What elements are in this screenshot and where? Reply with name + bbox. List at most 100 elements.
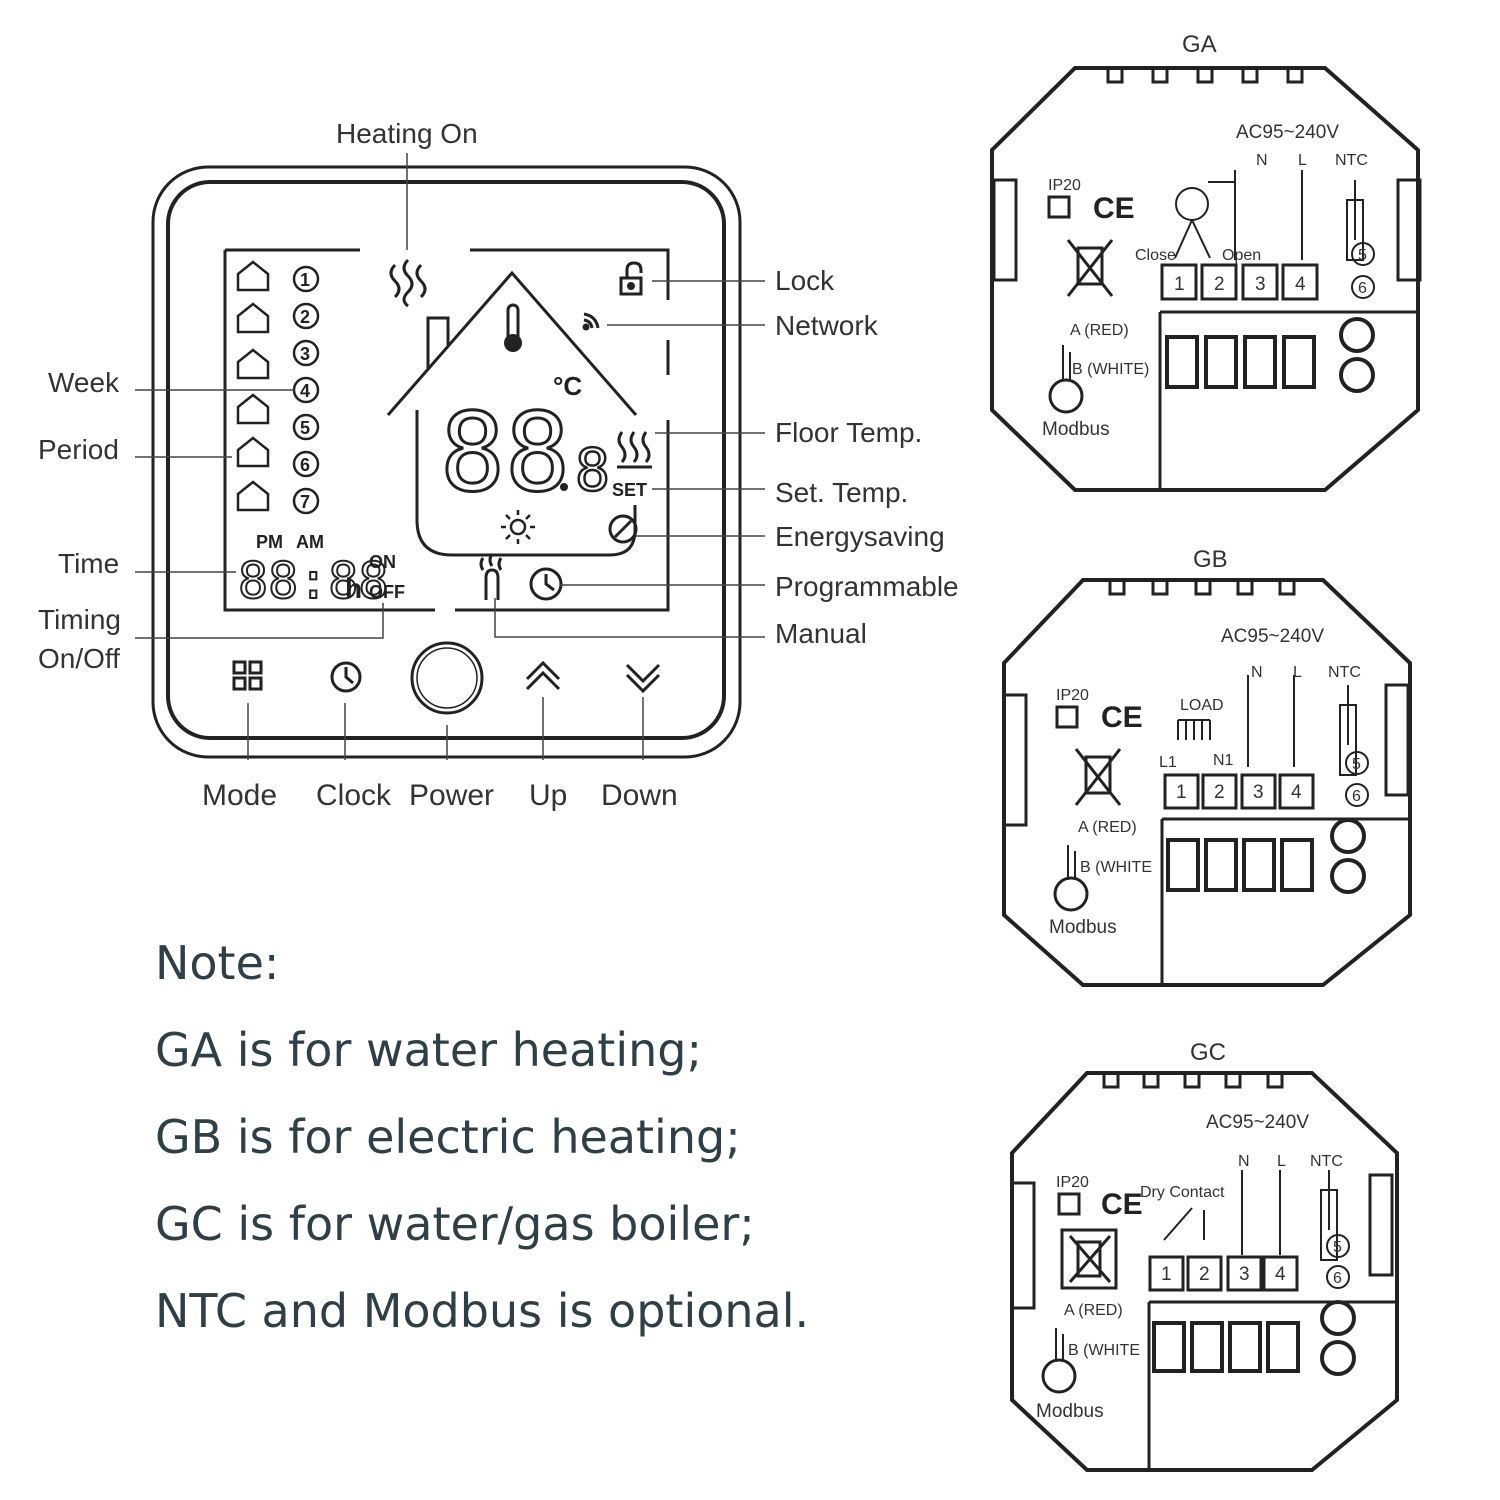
set-indicator: SET xyxy=(612,480,647,500)
svg-text:7: 7 xyxy=(300,492,310,512)
clock-button[interactable]: Clock xyxy=(316,661,392,812)
thermostat-diagram: 88 8 °C SET 1 xyxy=(38,118,959,812)
extra-label-1: Dry Contact xyxy=(1140,1184,1225,1201)
programmable-icon xyxy=(529,567,563,601)
power-label: Power xyxy=(409,779,494,812)
modbus-label: Modbus xyxy=(1036,1401,1104,1422)
label-floor-temp: Floor Temp. xyxy=(775,417,922,448)
ntc-label: NTC xyxy=(1328,664,1361,681)
timing-on: ON xyxy=(369,552,396,572)
note-gb: GB is for electric heating; xyxy=(155,1110,741,1164)
label-week: Week xyxy=(48,367,120,398)
terminal-2: 2 xyxy=(1214,782,1225,803)
ip-label: IP20 xyxy=(1056,1174,1089,1191)
mode-button[interactable]: Mode xyxy=(202,660,277,812)
extra-label-2: L1 xyxy=(1159,754,1177,771)
weee-icon xyxy=(1060,1228,1118,1290)
terminal-4: 4 xyxy=(1291,782,1302,803)
week-days: 1 2 3 4 5 6 7 xyxy=(292,265,320,515)
celsius-unit: °C xyxy=(553,371,582,401)
terminal-3: 3 xyxy=(1239,1264,1250,1285)
week-day-2: 2 xyxy=(292,302,320,330)
floor-temp-icon xyxy=(617,431,652,469)
terminal-1: 1 xyxy=(1176,782,1187,803)
b-white-label: B (WHITE xyxy=(1068,1342,1140,1359)
chevron-down-icon xyxy=(625,663,661,694)
ntc-label: NTC xyxy=(1310,1153,1343,1170)
down-button[interactable]: Down xyxy=(601,663,678,812)
down-label: Down xyxy=(601,779,678,812)
period-icons xyxy=(236,260,270,512)
ce-mark: CE xyxy=(1093,192,1135,225)
week-day-6: 6 xyxy=(292,450,320,478)
time-digits: 88:88 xyxy=(238,552,389,610)
label-energysaving: Energysaving xyxy=(775,521,945,552)
svg-text:2: 2 xyxy=(300,307,310,327)
n-label: N xyxy=(1251,664,1263,681)
ntc-terminal-6: 6 xyxy=(1352,788,1361,805)
ce-mark: CE xyxy=(1101,1188,1143,1221)
notes: Note: GA is for water heating; GB is for… xyxy=(155,920,935,1355)
wiring-title: GA xyxy=(1182,31,1217,58)
terminal-3: 3 xyxy=(1253,782,1264,803)
up-button[interactable]: Up xyxy=(525,660,567,812)
b-white-label: B (WHITE xyxy=(1080,859,1152,876)
a-red-label: A (RED) xyxy=(1070,322,1129,339)
wiring-diagrams: GA AC95~240V N L NTC IP20 CE Close Open … xyxy=(990,31,1422,1472)
power-icon xyxy=(410,641,484,715)
n-label: N xyxy=(1256,152,1268,169)
network-icon xyxy=(582,312,600,331)
mode-icon xyxy=(232,660,263,691)
extra-label-2: Open xyxy=(1222,247,1261,264)
ntc-terminal-5: 5 xyxy=(1358,247,1367,264)
week-day-3: 3 xyxy=(292,339,320,367)
clock-icon xyxy=(330,661,362,693)
note-ga: GA is for water heating; xyxy=(155,1023,702,1077)
lcd-frame xyxy=(223,248,670,612)
svg-text:4: 4 xyxy=(300,381,310,401)
label-time: Time xyxy=(58,548,119,579)
timing-off: OFF xyxy=(369,582,405,602)
temperature-decimal: 8 xyxy=(575,436,610,504)
weee-icon xyxy=(1074,748,1122,806)
pm-indicator: PM xyxy=(256,532,283,552)
heating-on-icon xyxy=(389,258,427,308)
am-indicator: AM xyxy=(296,532,324,552)
modbus-label: Modbus xyxy=(1042,419,1110,440)
power-button[interactable]: Power xyxy=(409,641,494,812)
energysaving-icon xyxy=(608,514,638,544)
up-label: Up xyxy=(529,779,567,812)
ip-label: IP20 xyxy=(1048,177,1081,194)
wiring-title: GC xyxy=(1190,1039,1226,1066)
terminal-4: 4 xyxy=(1295,274,1306,295)
ntc-terminal-6: 6 xyxy=(1358,280,1367,297)
wiring-gc: GC AC95~240V N L NTC IP20 CE Dry Contact… xyxy=(1010,1039,1399,1472)
terminal-4: 4 xyxy=(1275,1264,1286,1285)
wiring-outline xyxy=(990,66,1420,492)
manual-icon xyxy=(479,553,503,600)
n-label: N xyxy=(1238,1153,1250,1170)
sun-icon xyxy=(501,510,535,544)
voltage-label: AC95~240V xyxy=(1221,626,1324,647)
label-timing-line2: On/Off xyxy=(38,643,120,674)
mode-label: Mode xyxy=(202,779,277,812)
temperature-display: 88 8 °C xyxy=(439,371,612,518)
modbus-label: Modbus xyxy=(1049,917,1117,938)
week-day-5: 5 xyxy=(292,413,320,441)
label-heating-on: Heating On xyxy=(336,118,478,149)
note-optional: NTC and Modbus is optional. xyxy=(155,1284,810,1338)
label-lock: Lock xyxy=(775,265,835,296)
thermometer-icon xyxy=(504,303,522,352)
week-day-1: 1 xyxy=(292,265,320,293)
label-period: Period xyxy=(38,434,119,465)
voltage-label: AC95~240V xyxy=(1206,1112,1309,1133)
terminal-2: 2 xyxy=(1199,1264,1210,1285)
wiring-title: GB xyxy=(1193,546,1228,573)
ntc-label: NTC xyxy=(1335,152,1368,169)
extra-label-3: N1 xyxy=(1213,752,1234,769)
svg-text:6: 6 xyxy=(300,455,310,475)
ce-mark: CE xyxy=(1101,701,1143,734)
label-manual: Manual xyxy=(775,618,867,649)
temperature-digits: 88 xyxy=(440,391,570,516)
wiring-ga: GA AC95~240V N L NTC IP20 CE Close Open … xyxy=(990,31,1422,492)
